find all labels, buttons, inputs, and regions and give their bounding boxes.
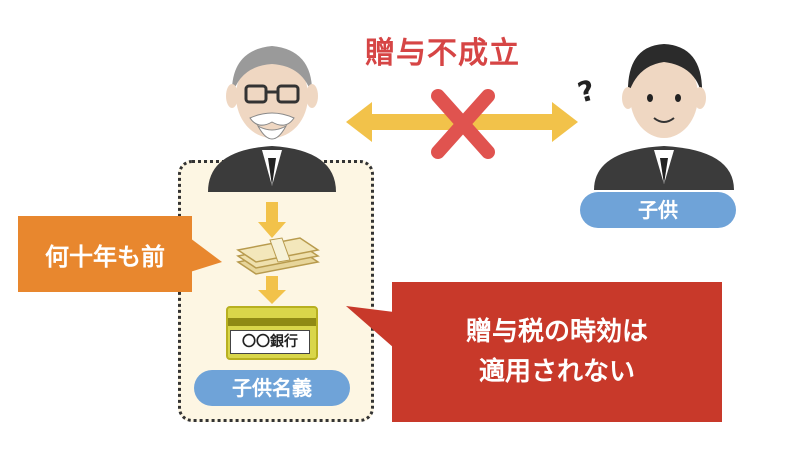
account-name-label: 子供名義 xyxy=(194,370,350,406)
down-arrow-icon xyxy=(258,202,286,238)
cross-mark-icon xyxy=(431,89,495,159)
down-arrow-icon xyxy=(258,276,286,304)
child-person-icon xyxy=(594,44,734,190)
question-mark-icon: ? xyxy=(574,73,598,109)
elderly-man-icon xyxy=(208,46,336,192)
card-stripe xyxy=(228,318,316,326)
bank-card-icon: 〇〇銀行 xyxy=(226,306,318,360)
money-stack-icon xyxy=(236,237,320,275)
statute-callout: 贈与税の時効は 適用されない xyxy=(392,282,722,422)
callout-pointer xyxy=(190,238,222,272)
bank-name-label: 〇〇銀行 xyxy=(230,330,310,354)
page-title: 贈与不成立 xyxy=(365,36,520,71)
callout-pointer xyxy=(346,306,394,348)
child-label: 子供 xyxy=(580,192,736,228)
years-ago-callout: 何十年も前 xyxy=(18,216,192,292)
statute-line-1: 贈与税の時効は xyxy=(465,317,648,347)
statute-line-2: 適用されない xyxy=(478,357,635,387)
